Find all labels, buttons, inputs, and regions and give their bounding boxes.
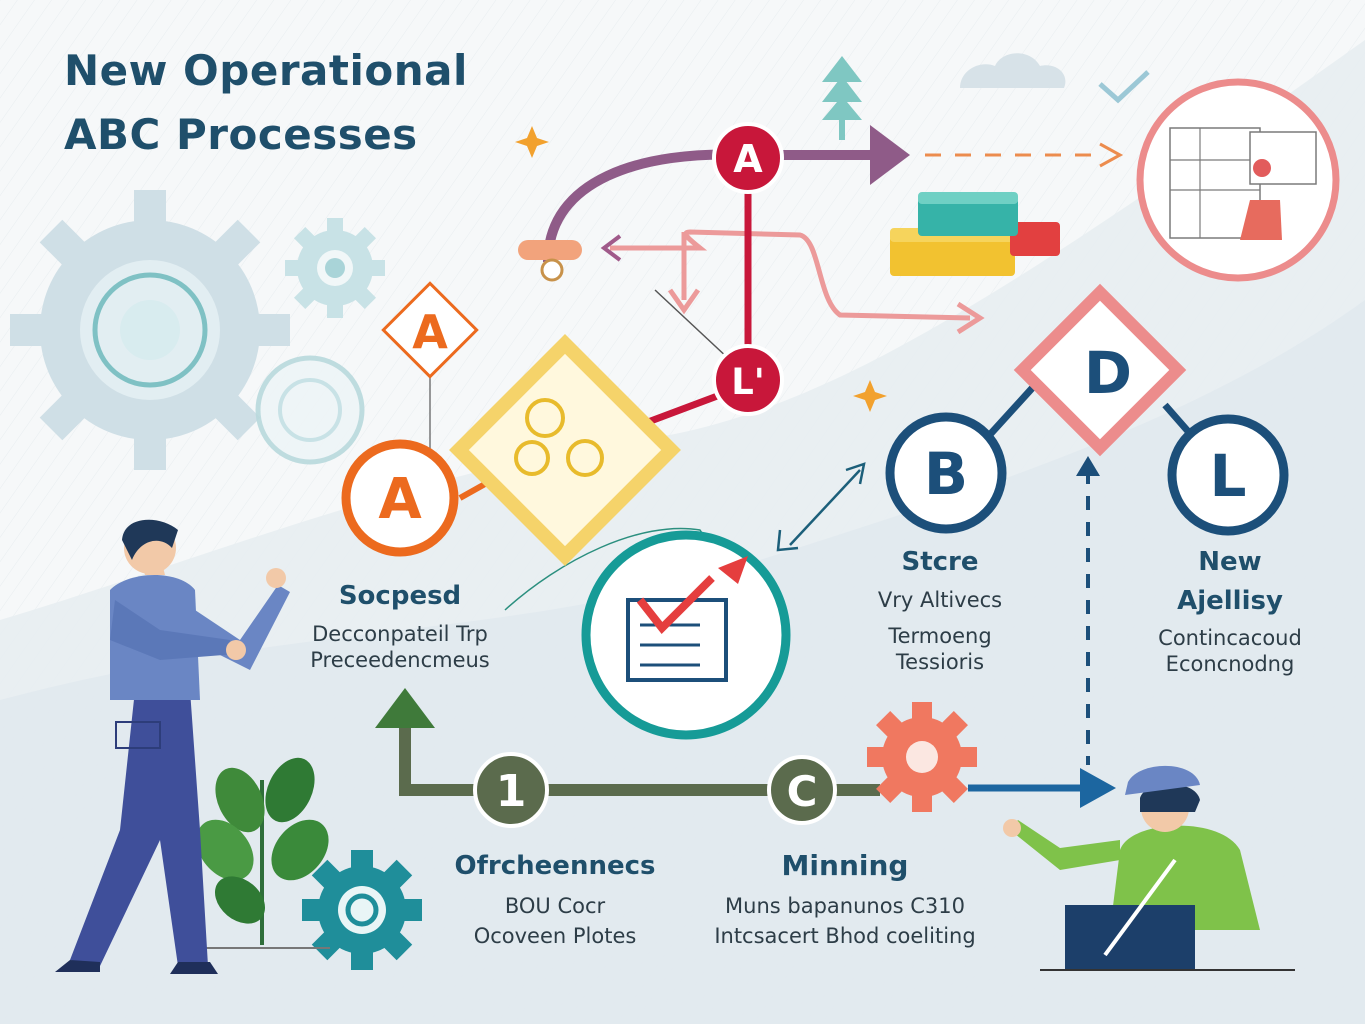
node-circle-l-label: L bbox=[1210, 442, 1247, 510]
page-title-line-2: ABC Processes bbox=[64, 110, 418, 159]
node-step-c-label: C bbox=[787, 767, 818, 816]
purple-arrow-head bbox=[870, 125, 910, 185]
lens-ring-icon bbox=[255, 355, 365, 465]
node-step-1-label: 1 bbox=[496, 766, 527, 817]
node-circle-a-label: A bbox=[378, 467, 422, 532]
navy-right-arrow-head bbox=[1080, 768, 1116, 808]
gears-diamond-icon bbox=[449, 334, 681, 566]
woman-figure-illustration bbox=[1003, 765, 1295, 971]
node-top-a[interactable]: A bbox=[712, 122, 784, 194]
sparkle-icon bbox=[853, 380, 887, 412]
label-store-heading: Stcre bbox=[901, 547, 979, 577]
pink-flow-arrow bbox=[610, 229, 971, 321]
node-diamond-a-label: A bbox=[412, 305, 448, 359]
node-circle-b[interactable]: B bbox=[885, 412, 1007, 534]
node-circle-a[interactable]: A bbox=[341, 439, 459, 557]
label-orchestration-line-1: BOU Cocr bbox=[504, 893, 606, 918]
node-circle-l[interactable]: L bbox=[1167, 414, 1289, 536]
purple-slider-handle bbox=[518, 240, 582, 260]
label-new-agility: New Ajellisy Contincacoud Econcnodng bbox=[1125, 546, 1335, 678]
report-chart-icon bbox=[1136, 78, 1340, 282]
label-store: Stcre Vry Altivecs Termoeng Tessioris bbox=[855, 546, 1025, 675]
page-title-line-1: New Operational bbox=[64, 46, 468, 95]
pink-flow-arrow-head bbox=[956, 301, 985, 335]
thin-link-3 bbox=[504, 527, 721, 611]
label-scoped-heading: Socpesd bbox=[338, 581, 462, 611]
label-scoped: Socpesd Decconpateil Trp Preceedencmeus bbox=[290, 580, 510, 673]
label-new-agility-heading-2: Ajellisy bbox=[1177, 585, 1283, 616]
navy-link-left bbox=[982, 382, 1038, 443]
label-orchestration-heading: Ofrcheennecs bbox=[454, 851, 656, 881]
dashed-vertical-arrow-head bbox=[1076, 456, 1100, 476]
label-scoped-line-1: Decconpateil Trp bbox=[312, 621, 488, 646]
man-figure-illustration bbox=[55, 519, 290, 974]
double-arrow-head-down bbox=[776, 529, 799, 552]
purple-slider-knob bbox=[540, 258, 564, 282]
node-step-1[interactable]: 1 bbox=[473, 752, 549, 828]
node-diamond-a[interactable]: A bbox=[381, 281, 479, 379]
node-mid-c-label: ᒪ' bbox=[731, 362, 765, 403]
node-mid-c[interactable]: ᒪ' bbox=[712, 344, 784, 416]
label-store-line-1: Vry Altivecs bbox=[877, 587, 1003, 612]
checklist-icon bbox=[581, 530, 791, 740]
lens-ring-inner bbox=[278, 378, 342, 442]
data-blocks-icon bbox=[890, 192, 1060, 276]
large-gear-icon bbox=[10, 190, 290, 470]
label-mining-line-1: Muns bapanunos C310 bbox=[725, 894, 965, 918]
checkmark-icon bbox=[1098, 70, 1150, 104]
coral-gear-icon bbox=[867, 702, 977, 812]
double-arrow bbox=[789, 469, 861, 546]
label-store-line-2: Termoeng bbox=[888, 623, 992, 648]
label-store-line-3: Tessioris bbox=[895, 650, 985, 674]
label-new-agility-line-1: Contincacoud bbox=[1158, 626, 1302, 650]
label-mining-heading: Minning bbox=[781, 849, 909, 882]
crimson-diagonal-link bbox=[638, 391, 722, 429]
double-arrow-head-up bbox=[845, 462, 866, 485]
olive-flow-line bbox=[399, 700, 880, 796]
pink-down-arrow-head bbox=[667, 288, 701, 315]
label-orchestration-line-2: Ocoveen Plotes bbox=[473, 923, 637, 948]
label-new-agility-heading-1: New bbox=[1198, 547, 1262, 577]
pink-left-arrow-head bbox=[600, 234, 622, 262]
teal-gear-icon bbox=[302, 850, 422, 970]
sparkle-icon bbox=[515, 126, 549, 158]
node-diamond-d[interactable]: D bbox=[1013, 283, 1187, 457]
node-step-c[interactable]: C bbox=[767, 755, 837, 825]
label-orchestration: Ofrcheennecs BOU Cocr Ocoveen Plotes bbox=[430, 850, 680, 949]
label-mining: Minning Muns bapanunos C310 Intcsacert B… bbox=[690, 848, 1000, 950]
dashed-arrow-head bbox=[1099, 142, 1124, 168]
green-up-arrow-head bbox=[375, 688, 435, 728]
label-new-agility-line-2: Econcnodng bbox=[1165, 652, 1295, 677]
cloud-icon bbox=[960, 53, 1066, 88]
tree-icon bbox=[822, 56, 862, 140]
thin-link-1 bbox=[654, 289, 731, 361]
label-mining-line-2: Intcsacert Bhod coeliting bbox=[714, 924, 976, 949]
small-gear-icon bbox=[285, 218, 385, 318]
node-diamond-d-label: D bbox=[1084, 339, 1132, 407]
node-circle-b-label: B bbox=[924, 440, 968, 508]
node-top-a-label: A bbox=[733, 137, 763, 181]
label-scoped-line-2: Preceedencmeus bbox=[310, 647, 490, 672]
plant-icon bbox=[196, 757, 330, 949]
